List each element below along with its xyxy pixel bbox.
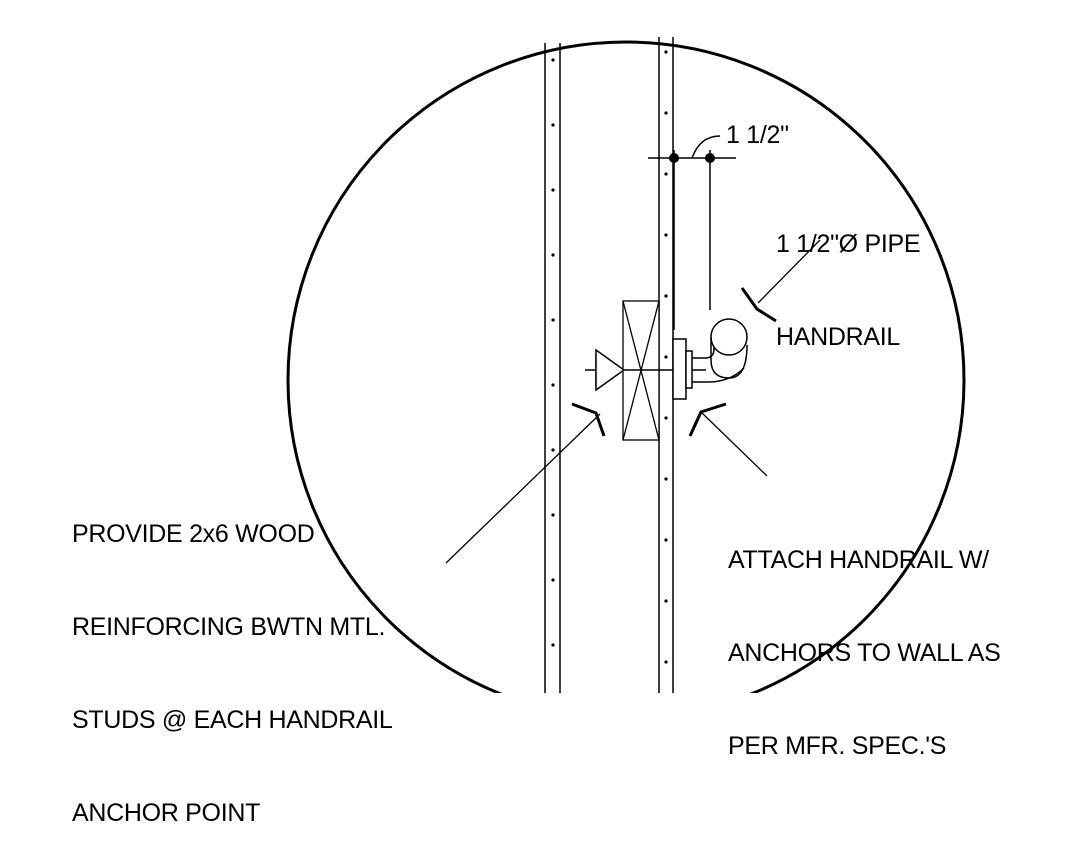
screw-dot [664,599,668,603]
screw-dot [551,643,555,647]
screw-dot [551,58,555,62]
attach-leader-line [700,411,768,477]
pipe-dimension [648,135,736,330]
wood-note-line: STUDS @ EACH HANDRAIL [72,706,393,734]
screw-dot [551,513,555,517]
screw-dot [664,355,668,359]
pipe-leader-arrow [740,287,777,323]
pipe-leader-line [757,239,821,304]
leader-lines [445,239,821,564]
detail-circle [286,40,966,693]
wood-note-line: ANCHOR POINT [72,799,261,827]
wood-note-line: REINFORCING BWTN MTL. [72,613,386,641]
anchor-triangle [595,348,626,392]
dimension-leader [691,135,721,159]
attach-note-line: ATTACH HANDRAIL W/ [728,546,989,574]
wood-note-line: PROVIDE 2x6 WOOD [72,520,315,548]
attach-note-line: ANCHORS TO WALL AS [728,639,1001,667]
screw-dot [551,318,555,322]
screw-dot [664,294,668,298]
screw-dot [551,448,555,452]
screw-dot [551,253,555,257]
wood-reinforcing-note: PROVIDE 2x6 WOOD REINFORCING BWTN MTL. S… [72,457,393,860]
screw-dot [664,50,668,54]
screw-dot [551,578,555,582]
pipe-handrail-note: 1 1/2"Ø PIPE HANDRAIL [776,167,921,384]
dimension-dot-left [669,153,679,163]
screw-dot [664,172,668,176]
screw-dot [664,477,668,481]
attach-note-line: PER MFR. SPEC.'S [728,732,947,760]
left-wall-screws [551,58,555,647]
handrail-detail-drawing [286,37,966,693]
screw-dot [551,383,555,387]
pipe-note-line: HANDRAIL [776,323,901,351]
wood-leader-arrow [571,402,606,437]
screw-dot [551,188,555,192]
screw-dot [664,233,668,237]
attach-handrail-note: ATTACH HANDRAIL W/ ANCHORS TO WALL AS PE… [728,483,1001,793]
dimension-label: 1 1/2" [726,121,789,149]
attach-leader-arrow [688,402,727,437]
pipe-bend [710,337,748,379]
screw-dot [551,123,555,127]
dimension-dot-right [705,153,715,163]
pipe-handrail [710,318,748,356]
wood-leader-line [445,413,601,564]
pipe-note-line: 1 1/2"Ø PIPE [776,230,921,258]
screw-dot [664,111,668,115]
left-wall [544,43,561,693]
right-wall [658,37,674,693]
screw-dot [664,660,668,664]
screw-dot [664,416,668,420]
bracket-plate [672,338,687,400]
screw-dot [664,538,668,542]
bracket-flange [685,350,693,389]
right-wall-screws [664,50,668,664]
